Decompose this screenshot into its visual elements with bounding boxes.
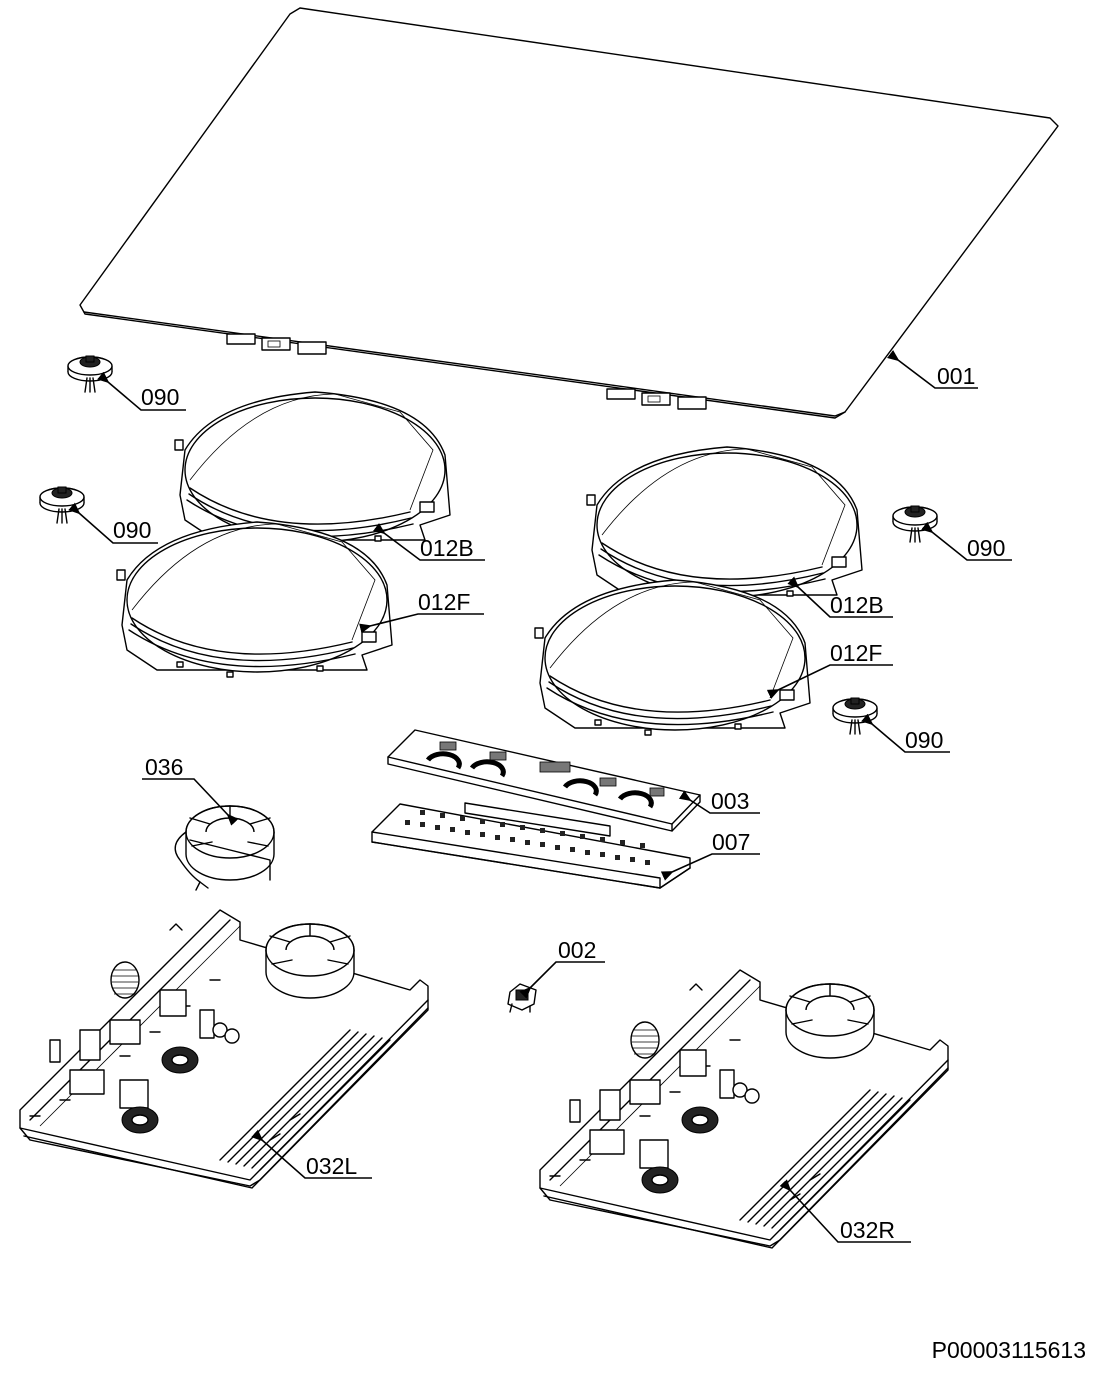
callout-label-012B: 012B xyxy=(830,592,884,618)
coil-carrier-012B-right xyxy=(586,446,863,603)
control-board-003 xyxy=(387,729,701,832)
callout-labels: 001 090 090 090 090 012B 012F 012B 012F … xyxy=(113,363,1005,1243)
frame-part-007 xyxy=(371,802,691,889)
sensor-part-090-mid-left xyxy=(39,486,85,524)
callout-label-012B: 012B xyxy=(420,535,474,561)
power-board-032L xyxy=(20,910,428,1188)
sensor-part-090-top-left xyxy=(67,355,113,393)
callout-label-003: 003 xyxy=(711,788,749,814)
callout-label-001: 001 xyxy=(937,363,975,389)
callout-label-032R: 032R xyxy=(840,1217,895,1243)
callout-label-002: 002 xyxy=(558,937,596,963)
callout-label-090: 090 xyxy=(141,384,179,410)
fan-part-036 xyxy=(174,805,275,891)
coil-carrier-012B-left xyxy=(174,391,451,548)
callout-leaders xyxy=(68,349,1012,1243)
callout-label-012F: 012F xyxy=(830,640,882,666)
callout-label-090: 090 xyxy=(113,517,151,543)
glass-ceramic-top xyxy=(79,7,1059,419)
power-board-032R xyxy=(540,970,948,1248)
callout-label-032L: 032L xyxy=(306,1153,357,1179)
coil-carrier-012F-right xyxy=(534,579,811,736)
callout-label-012F: 012F xyxy=(418,589,470,615)
sensor-part-090-right xyxy=(892,505,938,543)
callout-label-090: 090 xyxy=(967,535,1005,561)
callout-label-007: 007 xyxy=(712,829,750,855)
coil-carrier-012F-left xyxy=(116,521,393,678)
callout-label-090: 090 xyxy=(905,727,943,753)
sensor-part-090-lower-right xyxy=(832,697,878,735)
callout-label-036: 036 xyxy=(145,754,183,780)
drawing-id: P00003115613 xyxy=(931,1337,1086,1363)
connector-part-002 xyxy=(507,983,537,1013)
